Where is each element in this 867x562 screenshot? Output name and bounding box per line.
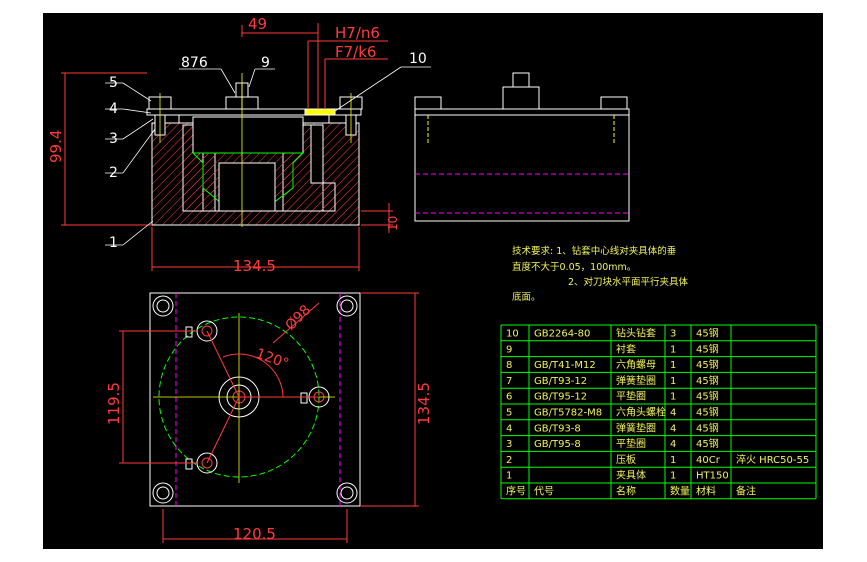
callout-2: 2 <box>109 165 118 181</box>
table-cell-name: 六角头螺栓 <box>616 406 666 419</box>
table-cell-seq: 2 <box>506 455 512 466</box>
note-line-2: 直度不大于0.05，100mm。 <box>512 261 636 273</box>
table-cell-name: 平垫圈 <box>616 390 646 403</box>
dim-fit-h7n6: H7/n6 <box>335 24 380 42</box>
table-text: 10 GB2264-80 钻头钻套 3 45钢 9 衬套 1 45钢 8 GB/T41-M12 六角螺… <box>506 327 809 498</box>
table-header-seq: 序号 <box>506 485 526 498</box>
table-cell-seq: 10 <box>506 329 519 340</box>
table-cell-material: 45钢 <box>696 421 719 434</box>
callout-10: 10 <box>409 51 427 67</box>
table-cell-seq: 6 <box>506 392 512 403</box>
front-dimensions <box>61 23 393 271</box>
table-cell-code: GB/T5782-M8 <box>534 408 602 419</box>
table-header-remark: 备注 <box>736 485 756 498</box>
note-line-4: 底面。 <box>512 291 541 303</box>
table-cell-qty: 1 <box>670 344 676 355</box>
technical-requirements: 技术要求: 1、钻套中心线对夹具体的垂 直度不大于0.05，100mm。 2、对… <box>512 245 689 303</box>
table-cell-seq: 5 <box>506 408 512 419</box>
table-cell-name: 钻头钻套 <box>616 327 656 340</box>
center-lines-front <box>159 73 352 227</box>
table-cell-name: 夹具体 <box>616 469 646 482</box>
table-cell-code: GB/T93-12 <box>534 376 587 387</box>
dim-base-10: 10 <box>386 216 400 231</box>
dim-width-120-5: 120.5 <box>233 525 276 543</box>
table-header-qty: 数量 <box>670 485 690 498</box>
table-cell-qty: 3 <box>670 329 676 340</box>
table-cell-code: GB/T93-8 <box>534 423 581 434</box>
table-cell-material: 45钢 <box>696 374 719 387</box>
dim-width-134-5: 134.5 <box>233 257 276 275</box>
table-header-material: 材料 <box>696 485 716 498</box>
table-cell-seq: 4 <box>506 423 512 434</box>
table-cell-qty: 1 <box>670 360 676 371</box>
table-cell-seq: 1 <box>506 471 512 482</box>
table-cell-material: 45钢 <box>696 358 719 371</box>
table-grid <box>500 324 817 500</box>
drawing-canvas: 49 H7/n6 F7/k6 99.4 134.5 10 5 4 3 2 1 8… <box>43 13 823 549</box>
table-cell-material: 45钢 <box>696 437 719 450</box>
table-cell-seq: 9 <box>506 344 512 355</box>
table-header-code: 代号 <box>534 486 554 498</box>
table-cell-seq: 3 <box>506 439 512 450</box>
table-cell-name: 压板 <box>616 453 636 466</box>
table-cell-material: 45钢 <box>696 390 719 403</box>
drawing-svg: 49 H7/n6 F7/k6 99.4 134.5 10 5 4 3 2 1 8… <box>47 15 817 543</box>
table-cell-code: GB/T41-M12 <box>534 360 596 371</box>
table-cell-remark: 淬火 HRC50-55 <box>736 453 809 466</box>
table-cell-code: GB/T95-8 <box>534 439 581 450</box>
dim-49: 49 <box>248 15 267 33</box>
table-cell-name: 弹簧垫圈 <box>616 421 656 434</box>
table-cell-material: 40Cr <box>696 455 721 466</box>
table-cell-material: 45钢 <box>696 327 719 340</box>
callout-9: 9 <box>261 55 270 71</box>
table-cell-name: 衬套 <box>616 342 636 355</box>
front-view: 49 H7/n6 F7/k6 99.4 134.5 10 5 4 3 2 1 8… <box>47 15 431 275</box>
top-dimensions <box>119 292 419 543</box>
table-cell-material: 45钢 <box>696 342 719 355</box>
top-view: Ø98 120° 119.5 134.5 120.5 <box>105 292 433 543</box>
dim-fit-f7k6: F7/k6 <box>335 43 376 61</box>
table-header-name: 名称 <box>616 485 636 498</box>
dim-diameter-98: Ø98 <box>283 302 315 334</box>
callout-5: 5 <box>109 75 118 91</box>
callout-3: 3 <box>109 131 118 147</box>
leader-lines <box>105 66 431 246</box>
table-cell-qty: 4 <box>670 423 676 434</box>
note-line-1: 技术要求: 1、钻套中心线对夹具体的垂 <box>512 245 676 257</box>
table-cell-name: 平垫圈 <box>616 437 646 450</box>
dim-height-99-4: 99.4 <box>47 130 65 163</box>
side-view <box>414 72 630 222</box>
table-cell-qty: 4 <box>670 408 676 419</box>
table-cell-name: 弹簧垫圈 <box>616 374 656 387</box>
table-cell-code: GB/T95-12 <box>534 392 587 403</box>
dim-height-134-5-right: 134.5 <box>415 382 433 425</box>
dim-height-119-5: 119.5 <box>105 382 123 425</box>
table-cell-seq: 8 <box>506 360 512 371</box>
callout-1: 1 <box>109 235 118 251</box>
table-cell-code: GB2264-80 <box>534 329 590 340</box>
dim-angle-120: 120° <box>254 346 291 373</box>
callout-4: 4 <box>109 101 118 117</box>
table-cell-qty: 1 <box>670 392 676 403</box>
table-cell-material: HT150 <box>696 471 729 482</box>
corner-bolts-top <box>152 295 358 504</box>
table-cell-qty: 1 <box>670 376 676 387</box>
table-cell-qty: 1 <box>670 455 676 466</box>
table-cell-seq: 7 <box>506 376 512 387</box>
callout-876: 876 <box>181 55 208 71</box>
parts-table: 10 GB2264-80 钻头钻套 3 45钢 9 衬套 1 45钢 8 GB/T41-M12 六角螺… <box>500 324 817 500</box>
table-cell-qty: 1 <box>670 471 676 482</box>
note-line-3: 2、对刀块水平面平行夹具体 <box>568 276 689 288</box>
table-cell-name: 六角螺母 <box>616 359 656 371</box>
bushing-holder-section <box>178 114 336 212</box>
table-cell-qty: 4 <box>670 439 676 450</box>
top-center-lines <box>153 313 335 483</box>
table-cell-material: 45钢 <box>696 406 719 419</box>
clamp-plate <box>146 108 362 116</box>
